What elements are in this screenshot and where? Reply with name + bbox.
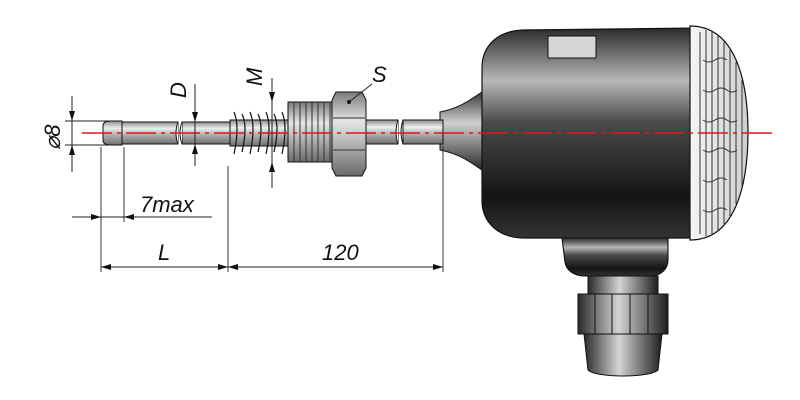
diameter-label: ⌀8 — [40, 124, 65, 150]
cable-gland — [577, 275, 669, 377]
hex-nut — [331, 91, 367, 177]
housing-neck — [439, 91, 483, 171]
S-label: S — [372, 62, 387, 87]
dimension-7max: 7max — [72, 147, 212, 272]
probe-rod-rear — [365, 119, 399, 145]
dimension-M: M — [242, 67, 275, 188]
D-label: D — [166, 82, 191, 98]
dimension-D: D — [166, 82, 198, 166]
housing-label-plate — [547, 35, 597, 59]
dimension-120: 120 — [228, 146, 444, 272]
spring-coils — [233, 111, 286, 155]
gland-cap — [583, 333, 663, 377]
dimension-L: L — [101, 166, 229, 272]
terminal-housing — [439, 25, 749, 277]
housing-port — [561, 237, 669, 277]
7max-label: 7max — [140, 192, 195, 217]
M-label: M — [242, 67, 267, 86]
thread-lines — [293, 102, 331, 162]
gland-nut-upper — [587, 275, 659, 295]
probe-tip — [102, 120, 123, 146]
dimension-S: S — [347, 62, 387, 104]
probe-rod-housing — [402, 119, 444, 145]
probe-stem — [102, 91, 444, 177]
120-label: 120 — [322, 240, 359, 265]
L-label: L — [158, 240, 170, 265]
dimension-diameter: ⌀8 — [40, 96, 112, 172]
rod-break-mark-2 — [395, 119, 404, 145]
gland-body — [577, 293, 669, 335]
